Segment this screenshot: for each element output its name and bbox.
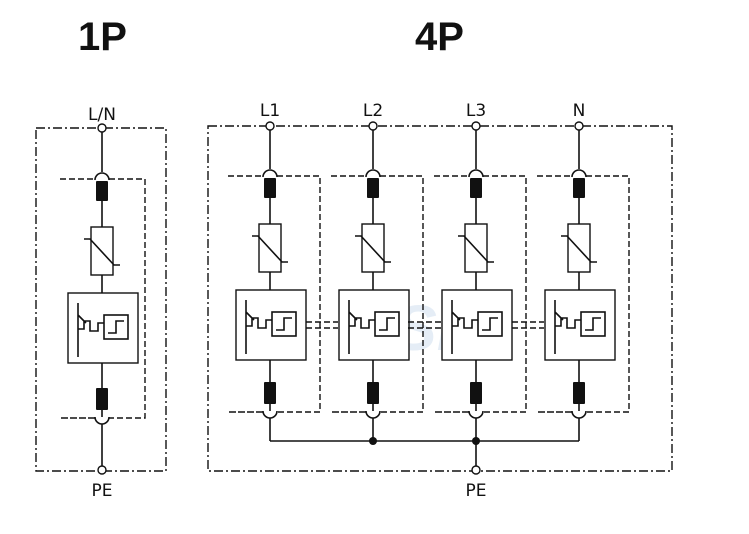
contact-block — [96, 181, 108, 201]
terminal-label-l1: L1 — [260, 101, 280, 121]
module-outline — [537, 175, 630, 413]
heading-1p: 1P — [78, 15, 127, 59]
contact-block — [264, 382, 276, 404]
pole-4p-1 — [228, 121, 321, 441]
contact-block — [573, 178, 585, 198]
terminal-label-l3: L3 — [466, 101, 486, 121]
pole-4p-4 — [537, 121, 630, 441]
thermal-disconnector — [67, 292, 139, 364]
disconnector-switch — [245, 300, 272, 354]
disconnector-switch — [77, 303, 104, 357]
pe-terminal-circle — [97, 465, 107, 475]
pole-4p-3 — [434, 121, 527, 441]
terminal-label-n: N — [573, 101, 586, 121]
terminal-label-ln: L/N — [88, 105, 116, 125]
crossover-arc — [94, 416, 110, 425]
contact-block — [470, 382, 482, 404]
varistor-slash — [458, 235, 494, 263]
module-outline — [60, 178, 146, 419]
crossover-arc — [468, 410, 484, 419]
thermal-disconnector — [544, 289, 616, 361]
terminal-circle — [97, 123, 107, 133]
thermal-disconnector — [235, 289, 307, 361]
indicator-square — [580, 311, 606, 337]
terminal-circle — [368, 121, 378, 131]
contact-block — [96, 388, 108, 410]
indicator-step — [379, 317, 395, 331]
enclosure-4p — [207, 125, 673, 472]
varistor-slash — [252, 235, 288, 263]
thermal-disconnector — [338, 289, 410, 361]
terminal-label-pe-1p: PE — [92, 481, 113, 501]
terminal-circle — [574, 121, 584, 131]
crossover-arc — [365, 169, 381, 178]
crossover-arc — [262, 410, 278, 419]
mechanical-link — [512, 321, 544, 329]
thermal-disconnector — [441, 289, 513, 361]
contact-block — [573, 382, 585, 404]
crossover-arc — [365, 410, 381, 419]
contact-block — [264, 178, 276, 198]
indicator-square — [374, 311, 400, 337]
contact-block — [470, 178, 482, 198]
indicator-step — [482, 317, 498, 331]
crossover-arc — [262, 169, 278, 178]
disconnector-switch — [554, 300, 581, 354]
varistor-slash — [561, 235, 597, 263]
pole-1p — [60, 123, 146, 466]
crossover-arc — [94, 172, 110, 181]
enclosure-1p — [35, 127, 167, 472]
varistor-slash — [84, 238, 120, 266]
module-outline — [434, 175, 527, 413]
terminal-circle — [265, 121, 275, 131]
contact-block — [367, 382, 379, 404]
heading-4p: 4P — [415, 15, 464, 59]
indicator-square — [477, 311, 503, 337]
terminal-label-l2: L2 — [363, 101, 383, 121]
varistor-slash — [355, 235, 391, 263]
disconnector-switch — [348, 300, 375, 354]
pe-terminal-circle — [471, 465, 481, 475]
pole-4p-2 — [331, 121, 424, 441]
crossover-arc — [571, 169, 587, 178]
crossover-arc — [468, 169, 484, 178]
disconnector-switch — [451, 300, 478, 354]
indicator-step — [276, 317, 292, 331]
crossover-arc — [571, 410, 587, 419]
module-outline — [228, 175, 321, 413]
indicator-square — [271, 311, 297, 337]
junction-dot — [369, 437, 377, 445]
terminal-label-pe-4p: PE — [466, 481, 487, 501]
indicator-square — [103, 314, 129, 340]
mechanical-link — [306, 321, 338, 329]
terminal-circle — [471, 121, 481, 131]
indicator-step — [585, 317, 601, 331]
module-outline — [331, 175, 424, 413]
mechanical-link — [408, 321, 441, 329]
indicator-step — [108, 320, 124, 334]
contact-block — [367, 178, 379, 198]
